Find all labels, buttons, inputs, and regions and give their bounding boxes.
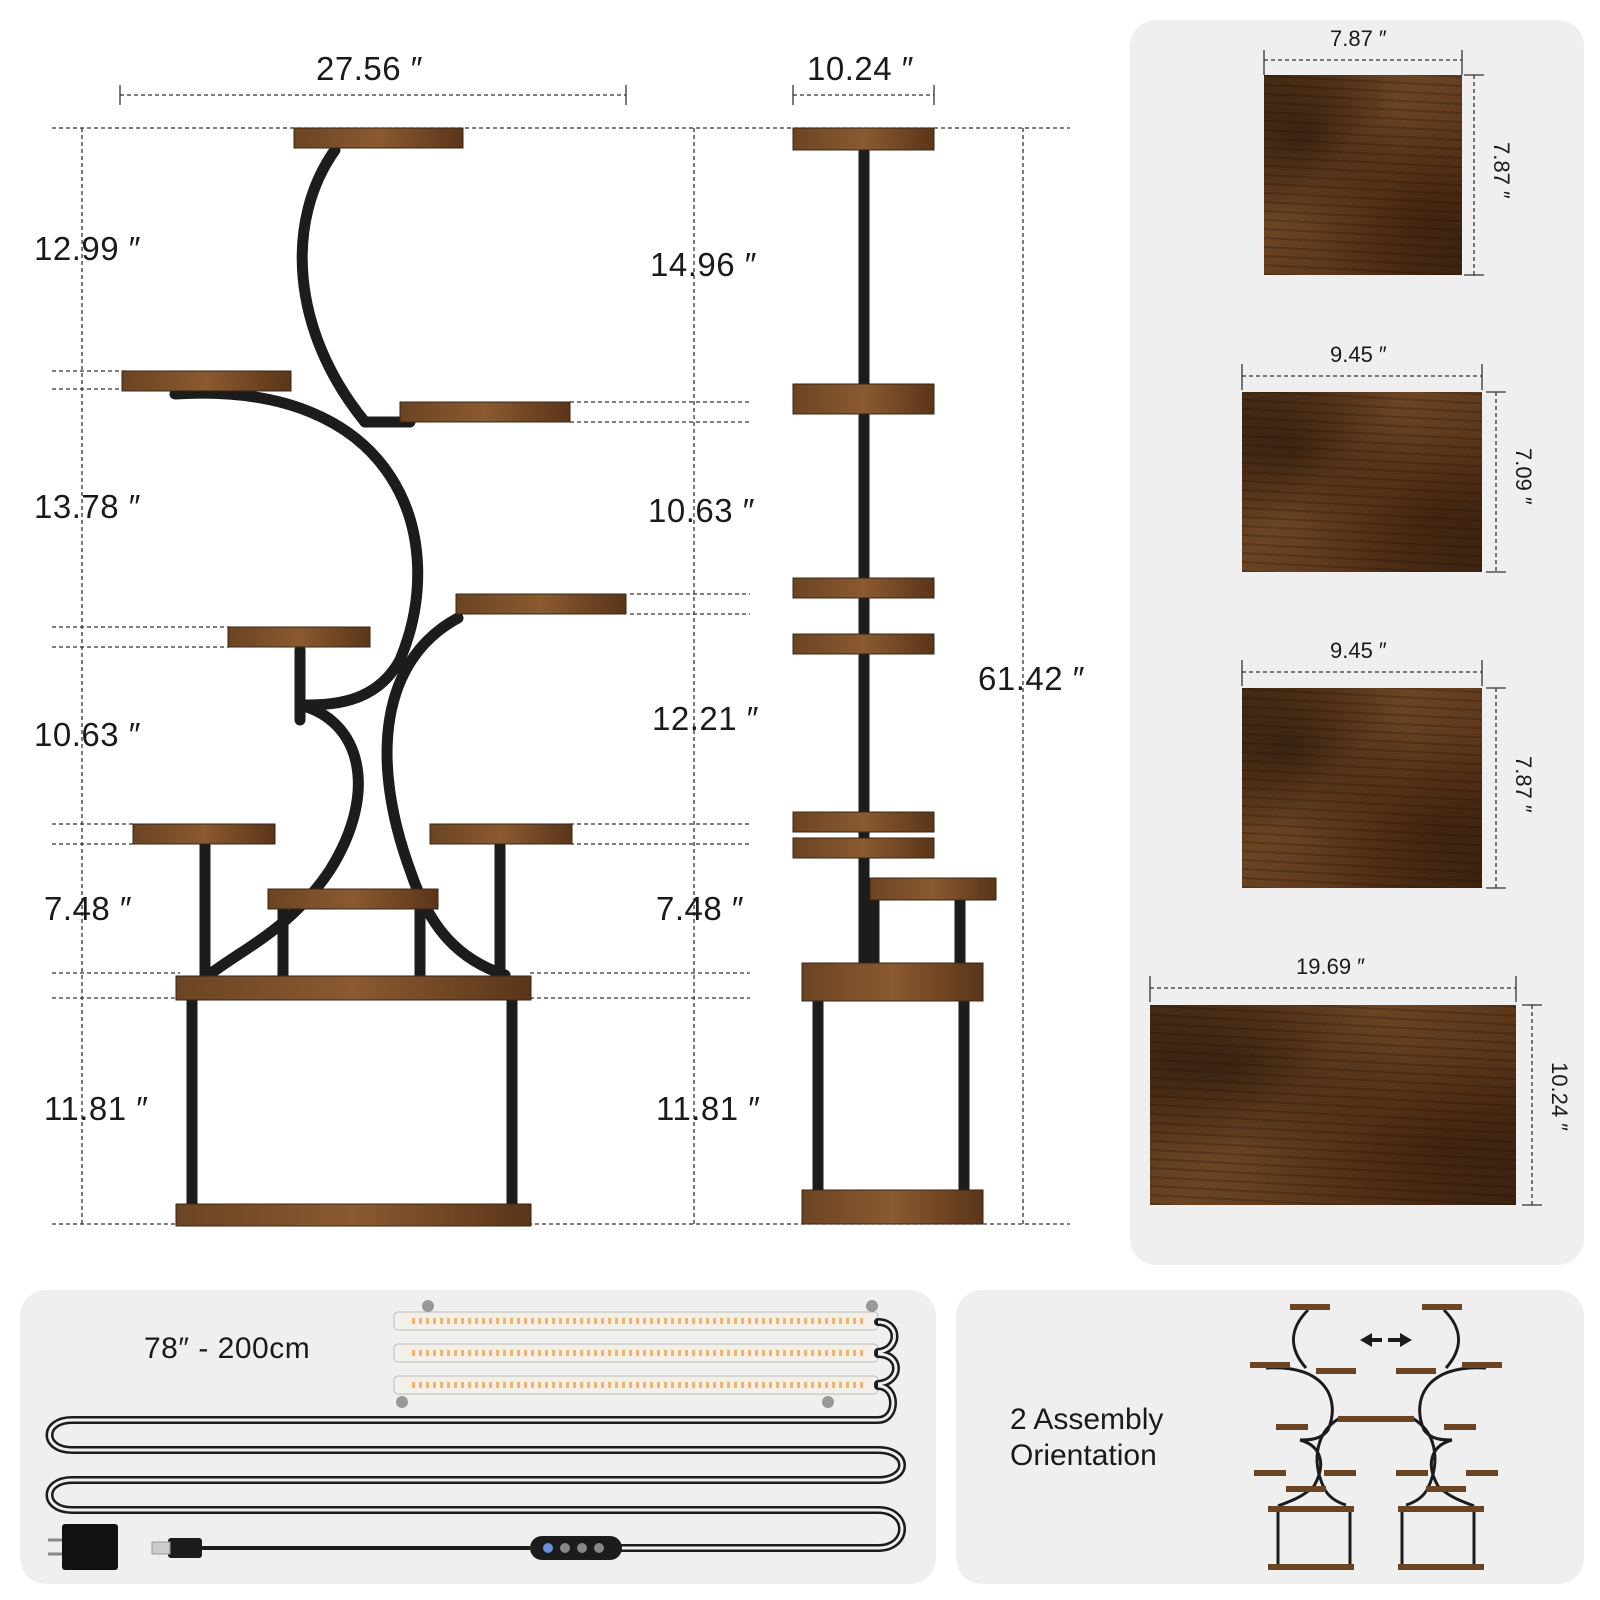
shelf-size-guides <box>1149 50 1542 1206</box>
front-width-label: 27.56 ″ <box>316 50 423 87</box>
right-height-label-2: 10.63 ″ <box>648 492 755 529</box>
shelf-board-2 <box>1242 392 1482 572</box>
power-adapter-icon <box>62 1524 118 1570</box>
mini-shelf-right <box>1400 1308 1487 1567</box>
left-height-label-2: 13.78 ″ <box>34 488 141 525</box>
shelf-1-depth-label: 7.87 ″ <box>1489 142 1514 199</box>
assembly-caption-line2: Orientation <box>1010 1439 1157 1472</box>
controller-icon <box>530 1536 622 1560</box>
light-strip-illustration <box>45 1300 906 1570</box>
assembly-caption-line1: 2 Assembly <box>1010 1403 1164 1436</box>
right-height-label-4: 7.48 ″ <box>656 890 745 927</box>
side-view-frame <box>812 148 970 1212</box>
side-view-shelves <box>792 127 997 1225</box>
shelf-3-width-label: 9.45 ″ <box>1330 638 1387 663</box>
assembly-caption: 2 Assembly Orientation <box>1010 1402 1163 1474</box>
left-height-label-3: 10.63 ″ <box>34 716 141 753</box>
right-height-label-1: 14.96 ″ <box>650 246 757 283</box>
right-height-label-5: 11.81 ″ <box>656 1090 761 1127</box>
left-height-label-1: 12.99 ″ <box>34 230 141 267</box>
front-view-shelves <box>121 127 627 1227</box>
shelf-2-depth-label: 7.09 ″ <box>1511 448 1536 505</box>
left-height-label-4: 7.48 ″ <box>44 890 133 927</box>
shelf-3-depth-label: 7.87 ″ <box>1511 756 1536 813</box>
shelf-sizes-panel: 7.87 ″ 7.87 ″ 9.45 ″ 7.09 ″ 9.45 ″ 7.87 … <box>1130 20 1584 1265</box>
assembly-illustration <box>1250 1304 1502 1570</box>
left-height-label-5: 11.81 ″ <box>44 1090 149 1127</box>
total-height-label: 61.42 ″ <box>978 660 1085 697</box>
assembly-panel: 2 Assembly Orientation <box>956 1290 1584 1584</box>
double-arrow-icon <box>1360 1333 1412 1347</box>
usb-plug-icon <box>168 1538 202 1558</box>
front-view-frame <box>169 144 518 1218</box>
led-strips <box>393 1300 879 1408</box>
shelf-board-1 <box>1264 75 1462 275</box>
shelf-board-4 <box>1150 1005 1516 1205</box>
side-depth-label: 10.24 ″ <box>807 50 914 87</box>
light-strip-panel: 78″ - 200cm <box>20 1290 936 1584</box>
right-height-label-3: 12.21 ″ <box>652 700 759 737</box>
shelf-1-width-label: 7.87 ″ <box>1330 26 1387 51</box>
mini-shelf-left <box>1265 1308 1352 1567</box>
shelf-2-width-label: 9.45 ″ <box>1330 342 1387 367</box>
shelf-4-width-label: 19.69 ″ <box>1296 954 1365 979</box>
shelf-4-depth-label: 10.24 ″ <box>1547 1062 1572 1131</box>
strip-length-label: 78″ - 200cm <box>144 1332 311 1365</box>
shelf-board-3 <box>1242 688 1482 888</box>
